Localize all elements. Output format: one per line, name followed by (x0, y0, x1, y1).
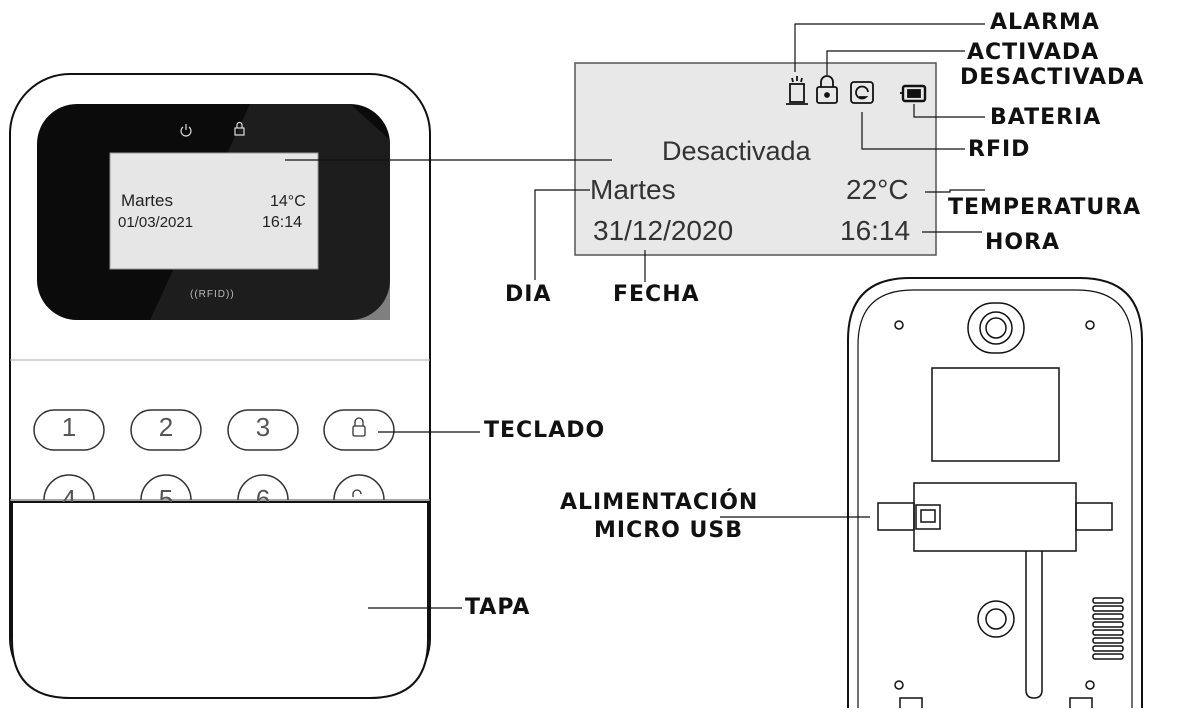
label-dia: DIA (505, 282, 552, 307)
screw-hole (894, 680, 904, 690)
back-inner-shell (857, 289, 1133, 708)
leader-temperatura (925, 189, 985, 193)
front-lcd-day: Martes (121, 191, 173, 210)
front-lcd-date: 01/03/2021 (118, 214, 194, 231)
back-device (847, 277, 1143, 708)
zoom-date: 31/12/2020 (593, 215, 734, 246)
key-lock[interactable] (323, 409, 395, 451)
leader-alarma (794, 23, 985, 72)
keypad-row2-labels: 4 5 6 (34, 484, 394, 502)
key-1-label: 1 (61, 412, 77, 442)
usb-bracket (913, 482, 1077, 552)
zoom-day: Martes (590, 174, 676, 205)
key-6[interactable] (237, 474, 289, 501)
label-fecha: FECHA (613, 282, 700, 307)
foot-right (1069, 697, 1093, 708)
key-unlock[interactable] (333, 474, 385, 501)
rfid-icon (850, 81, 874, 104)
label-teclado: TECLADO (484, 418, 606, 443)
key-2-label: 2 (158, 412, 174, 442)
keypad-row2 (43, 474, 385, 501)
leader-lines (285, 23, 985, 609)
front-rfid-mark: ((RFID)) (190, 289, 235, 300)
label-tapa: TAPA (465, 595, 531, 620)
front-lcd-screen (109, 152, 319, 270)
zoom-temp: 22°C (846, 174, 909, 205)
mount-hole (979, 311, 1013, 345)
lock-icon (234, 121, 245, 136)
power-icon (180, 124, 192, 137)
cover-tapa (11, 501, 429, 699)
battery-compartment (931, 367, 1060, 462)
bottom-mount-hole-inner (985, 608, 1007, 630)
lock-key-icon (352, 417, 366, 437)
mount-hole-inner (985, 317, 1007, 339)
key-4[interactable] (43, 474, 95, 501)
label-desactivada: DESACTIVADA (960, 65, 1145, 90)
unlock-icon (352, 489, 362, 497)
label-activada: ACTIVADA (967, 40, 1100, 65)
micro-usb-pin (920, 509, 936, 523)
label-micro-usb: MICRO USB (594, 518, 744, 543)
key-5[interactable] (140, 474, 192, 501)
screw-hole (1085, 680, 1095, 690)
leader-activada (826, 50, 965, 75)
key-5-label: 5 (158, 484, 174, 502)
micro-usb-port (915, 504, 941, 530)
label-hora: HORA (985, 230, 1061, 255)
label-alarma: ALARMA (990, 10, 1100, 35)
cable-channel (1025, 551, 1043, 699)
leader-bateria (913, 104, 985, 118)
side-latch-left (877, 502, 915, 531)
label-alimentacion: ALIMENTACIÓN (560, 490, 759, 515)
side-latch-right (1075, 502, 1113, 531)
bottom-mount-hole (977, 600, 1015, 638)
key-1[interactable] (33, 409, 105, 451)
front-lcd-temp: 14°C (270, 193, 306, 210)
key-3-label: 3 (255, 412, 271, 442)
label-rfid: RFID (968, 137, 1031, 162)
label-temperatura: TEMPERATURA (948, 195, 1142, 220)
siren-icon (786, 76, 808, 105)
key-3[interactable] (227, 409, 299, 451)
key-2[interactable] (130, 409, 202, 451)
speaker-grille (1092, 597, 1124, 660)
mount-slot (967, 302, 1025, 354)
leader-dia (534, 189, 590, 280)
lock-icon (816, 75, 838, 104)
zoom-status: Desactivada (662, 136, 811, 166)
key-6-label: 6 (255, 484, 271, 502)
zoom-time: 16:14 (840, 215, 911, 246)
leader-rfid (861, 112, 965, 150)
key-4-label: 4 (61, 484, 77, 502)
battery-icon (900, 84, 927, 103)
keypad (33, 409, 395, 451)
label-bateria: BATERIA (990, 105, 1102, 130)
screw-hole (894, 320, 904, 330)
foot-left (899, 697, 923, 708)
back-outer-shell (847, 277, 1143, 708)
front-lcd-time: 16:14 (262, 214, 303, 231)
zoom-lcd-screen (574, 62, 937, 256)
screw-hole (1085, 320, 1095, 330)
